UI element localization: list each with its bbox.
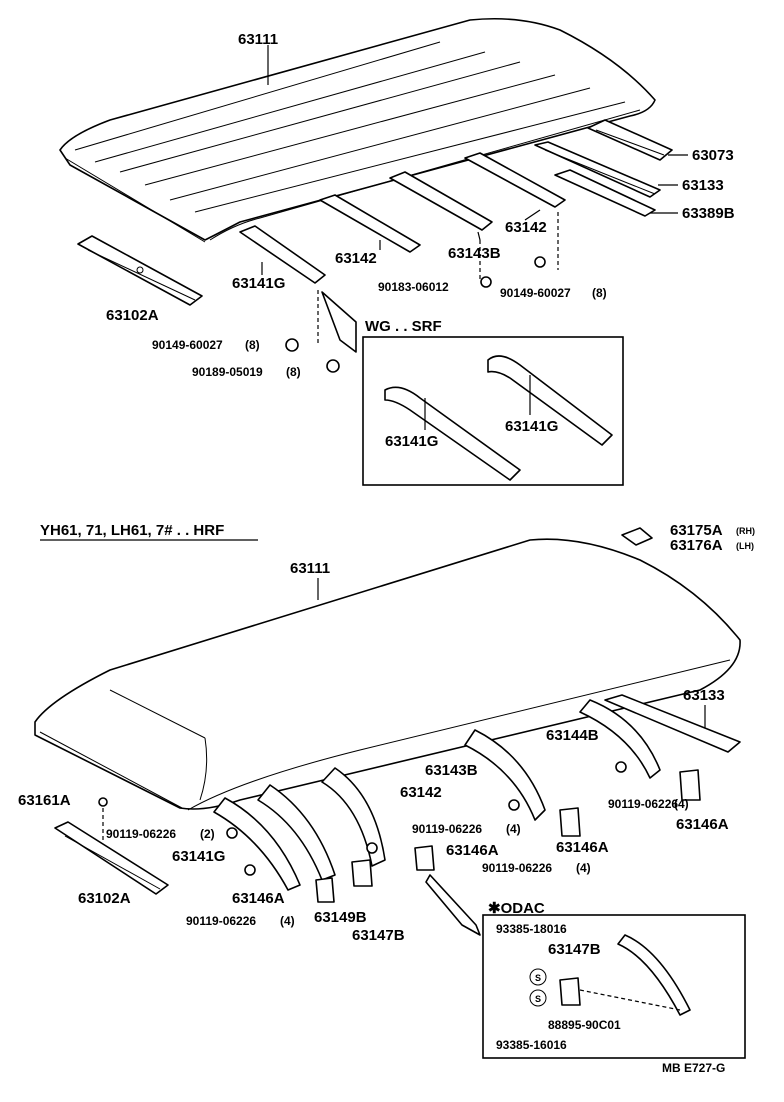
bottom-bracket-r2: 63146A [556,839,609,856]
top-rear-part-1-label: 63073 [692,147,734,164]
bottom-odac-title: ✱ODAC [488,900,545,917]
top-inset-title: WG . . SRF [365,318,442,335]
bottom-bow-4-label: 63144B [546,727,599,744]
top-bow-3-label: 63143B [448,245,501,262]
top-screw-right-qty: (8) [592,286,607,300]
bottom-heading: YH61, 71, LH61, 7# . . HRF [40,522,224,539]
top-roof-bows [239,152,566,288]
bottom-odac-s-mark-1: S [535,973,541,983]
bottom-odac-part-d: 93385-16016 [496,1038,567,1052]
bottom-bracket-147: 63147B [352,927,405,944]
bottom-screw-right-qty: (4) [674,797,689,811]
top-bow-4-label: 63141G [232,275,285,292]
bottom-bow-3-label: 63143B [425,762,478,779]
bottom-corner-left: 63176A [670,537,723,554]
top-inset-bow-left: 63141G [385,433,438,450]
top-screw-left-qty: (8) [245,338,260,352]
bottom-front-rail-label: 63102A [78,890,131,907]
bottom-screw-low-qty: (4) [280,914,295,928]
bottom-corner-right-note: (RH) [736,526,755,536]
bottom-roof-bows [213,699,661,891]
top-rear-parts [534,119,688,217]
bottom-screw-left-qty: (2) [200,827,215,841]
bottom-bow-2-label: 63142 [400,784,442,801]
bottom-odac-part-b: 63147B [548,941,601,958]
bottom-corner-right: 63175A [670,522,723,539]
top-front-rail [77,235,203,306]
top-screw-left-label: 90149-60027 [152,338,223,352]
bottom-roof-panel-label: 63111 [290,560,330,577]
top-roof-panel [59,17,656,243]
bottom-bracket-l: 63146A [232,890,285,907]
top-inset-bow-right: 63141G [505,418,558,435]
bottom-screw-mid: 90119-06226 [412,822,482,836]
bottom-rear-rail-label: 63133 [683,687,725,704]
top-front-rail-label: 63102A [106,307,159,324]
bottom-screw-left: 90119-06226 [106,827,176,841]
bottom-roof-panel [34,538,741,811]
top-rear-part-2-label: 63133 [682,177,724,194]
top-bow-1-label: 63142 [505,219,547,236]
top-nut-left-label: 90189-05019 [192,365,263,379]
top-nut-left-qty: (8) [286,365,301,379]
bottom-odac-part-a: 93385-18016 [496,922,567,936]
bottom-screw-mid2-qty: (4) [576,861,591,875]
bottom-bracket-r1: 63146A [676,816,729,833]
bottom-screw-low: 90119-06226 [186,914,256,928]
bottom-assembly: YH61, 71, LH61, 7# . . HRF 63175A (RH) 6… [18,522,755,1075]
top-clip-label: 90183-06012 [378,280,449,294]
top-rear-part-3-label: 63389B [682,205,735,222]
bottom-odac-s-mark-2: S [535,994,541,1004]
bottom-bracket-149: 63149B [314,909,367,926]
bottom-odac-inset [482,914,746,1059]
top-roof-panel-label: 63111 [238,31,278,48]
bottom-screw-mid-qty: (4) [506,822,521,836]
bottom-bow-1-label: 63141G [172,848,225,865]
bottom-corner-left-note: (LH) [736,541,754,551]
top-bow-2-label: 63142 [335,250,377,267]
bottom-odac-part-c: 88895-90C01 [548,1018,621,1032]
bottom-bracket-mid: 63146A [446,842,499,859]
top-inset [362,336,624,486]
bottom-screw-right: 90119-06226 [608,797,678,811]
bottom-clip-label: 63161A [18,792,71,809]
bottom-screw-mid2: 90119-06226 [482,861,552,875]
top-assembly: 63111 63073 63133 63389B [59,17,735,486]
top-screw-right-label: 90149-60027 [500,286,571,300]
diagram-footer-code: MB E727-G [662,1061,725,1075]
